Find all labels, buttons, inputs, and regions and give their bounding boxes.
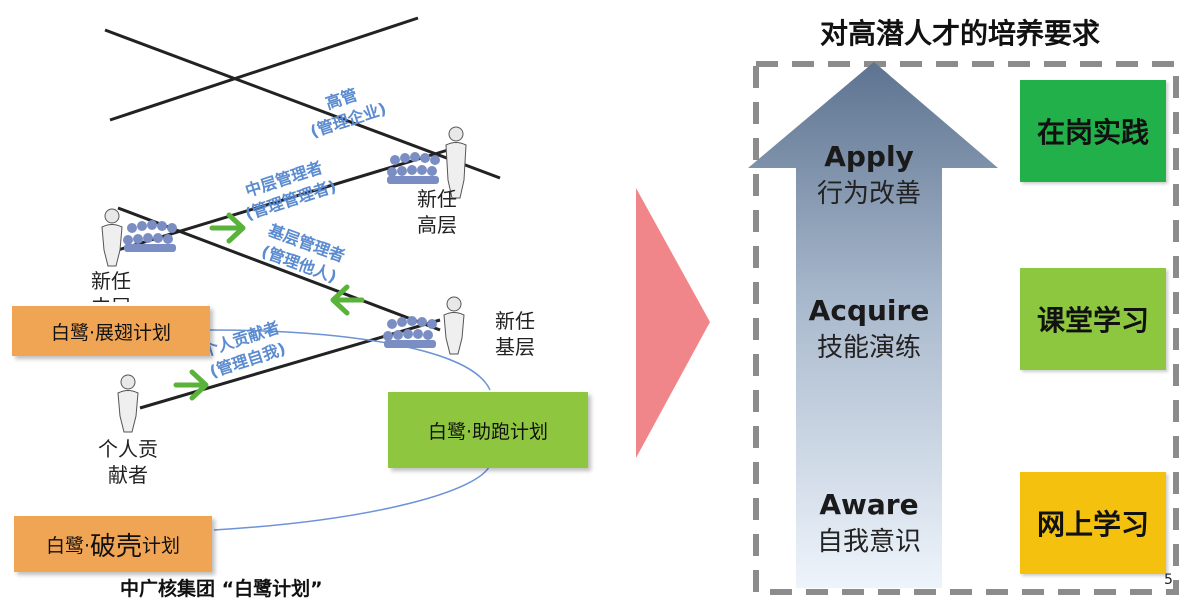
plan-poke: 白鹭·破壳计划 xyxy=(14,516,212,572)
plan-poke-suffix: 计划 xyxy=(142,534,181,557)
pipeline-line-mid-1 xyxy=(117,148,449,252)
method-online-label: 网上学习 xyxy=(1036,508,1149,541)
label-new-middle-line1: 新任 xyxy=(91,269,131,293)
senior-person-icon xyxy=(445,126,467,199)
label-new-base: 新任 基层 xyxy=(490,308,540,360)
method-on-the-job-label: 在岗实践 xyxy=(1036,116,1149,149)
transition-arrow-icon xyxy=(173,212,365,401)
label-new-base-line1: 新任 xyxy=(495,309,535,333)
label-new-middle-line2: 中层 xyxy=(86,294,136,302)
transition-big-arrow-icon xyxy=(636,188,710,458)
plan-connector-poke xyxy=(213,464,491,531)
label-new-base-line2: 基层 xyxy=(495,335,535,359)
base-team-icon xyxy=(383,316,437,348)
method-on-the-job: 在岗实践 xyxy=(1020,80,1166,182)
base-person-icon xyxy=(443,296,465,355)
label-new-senior-line2: 高层 xyxy=(417,213,457,237)
label-individual-line2: 献者 xyxy=(108,463,148,487)
plan-zhupao-label: 白鹭·助跑计划 xyxy=(427,420,549,443)
plan-zhanchi-label: 白鹭·展翅计划 xyxy=(50,321,172,344)
method-classroom-label: 课堂学习 xyxy=(1036,304,1149,337)
middle-person-icon xyxy=(101,208,123,267)
label-new-senior-line1: 新任 xyxy=(417,187,457,211)
middle-team-icon xyxy=(123,220,177,252)
label-individual-line1: 个人贡 xyxy=(98,437,158,461)
diagram-caption: 中广核集团 “白鹭计划” xyxy=(120,578,323,600)
stage-aware-cn: 自我意识 xyxy=(816,527,921,557)
pipeline-line-top-2 xyxy=(109,16,419,122)
label-new-senior: 新任 高层 xyxy=(412,186,462,238)
individual-person-icon xyxy=(117,374,139,433)
stage-apply: Apply 行为改善 xyxy=(796,140,942,210)
stage-apply-en: Apply xyxy=(824,140,914,173)
method-online: 网上学习 xyxy=(1020,472,1166,574)
page-number: 5 xyxy=(1164,572,1173,588)
plan-zhanchi: 白鹭·展翅计划 xyxy=(12,306,210,356)
pipeline-line-top-1 xyxy=(104,28,501,180)
method-classroom: 课堂学习 xyxy=(1020,268,1166,370)
stage-aware: Aware 自我意识 xyxy=(796,488,942,558)
stage-acquire: Acquire 技能演练 xyxy=(796,294,942,364)
stage-acquire-cn: 技能演练 xyxy=(816,333,921,363)
senior-team-icon xyxy=(387,152,440,184)
plan-zhupao: 白鹭·助跑计划 xyxy=(388,392,588,468)
growth-arrow-icon xyxy=(748,62,998,588)
right-title: 对高潜人才的培养要求 xyxy=(820,17,1101,50)
stage-acquire-en: Acquire xyxy=(808,294,930,327)
training-frame xyxy=(753,61,1179,595)
label-individual: 个人贡 献者 xyxy=(88,436,168,488)
label-new-middle: 新任 中层 xyxy=(86,268,136,302)
stage-aware-en: Aware xyxy=(819,488,919,521)
stage-apply-cn: 行为改善 xyxy=(816,179,921,209)
plan-poke-big: 破壳 xyxy=(90,531,143,562)
plan-poke-prefix: 白鹭· xyxy=(45,534,90,557)
